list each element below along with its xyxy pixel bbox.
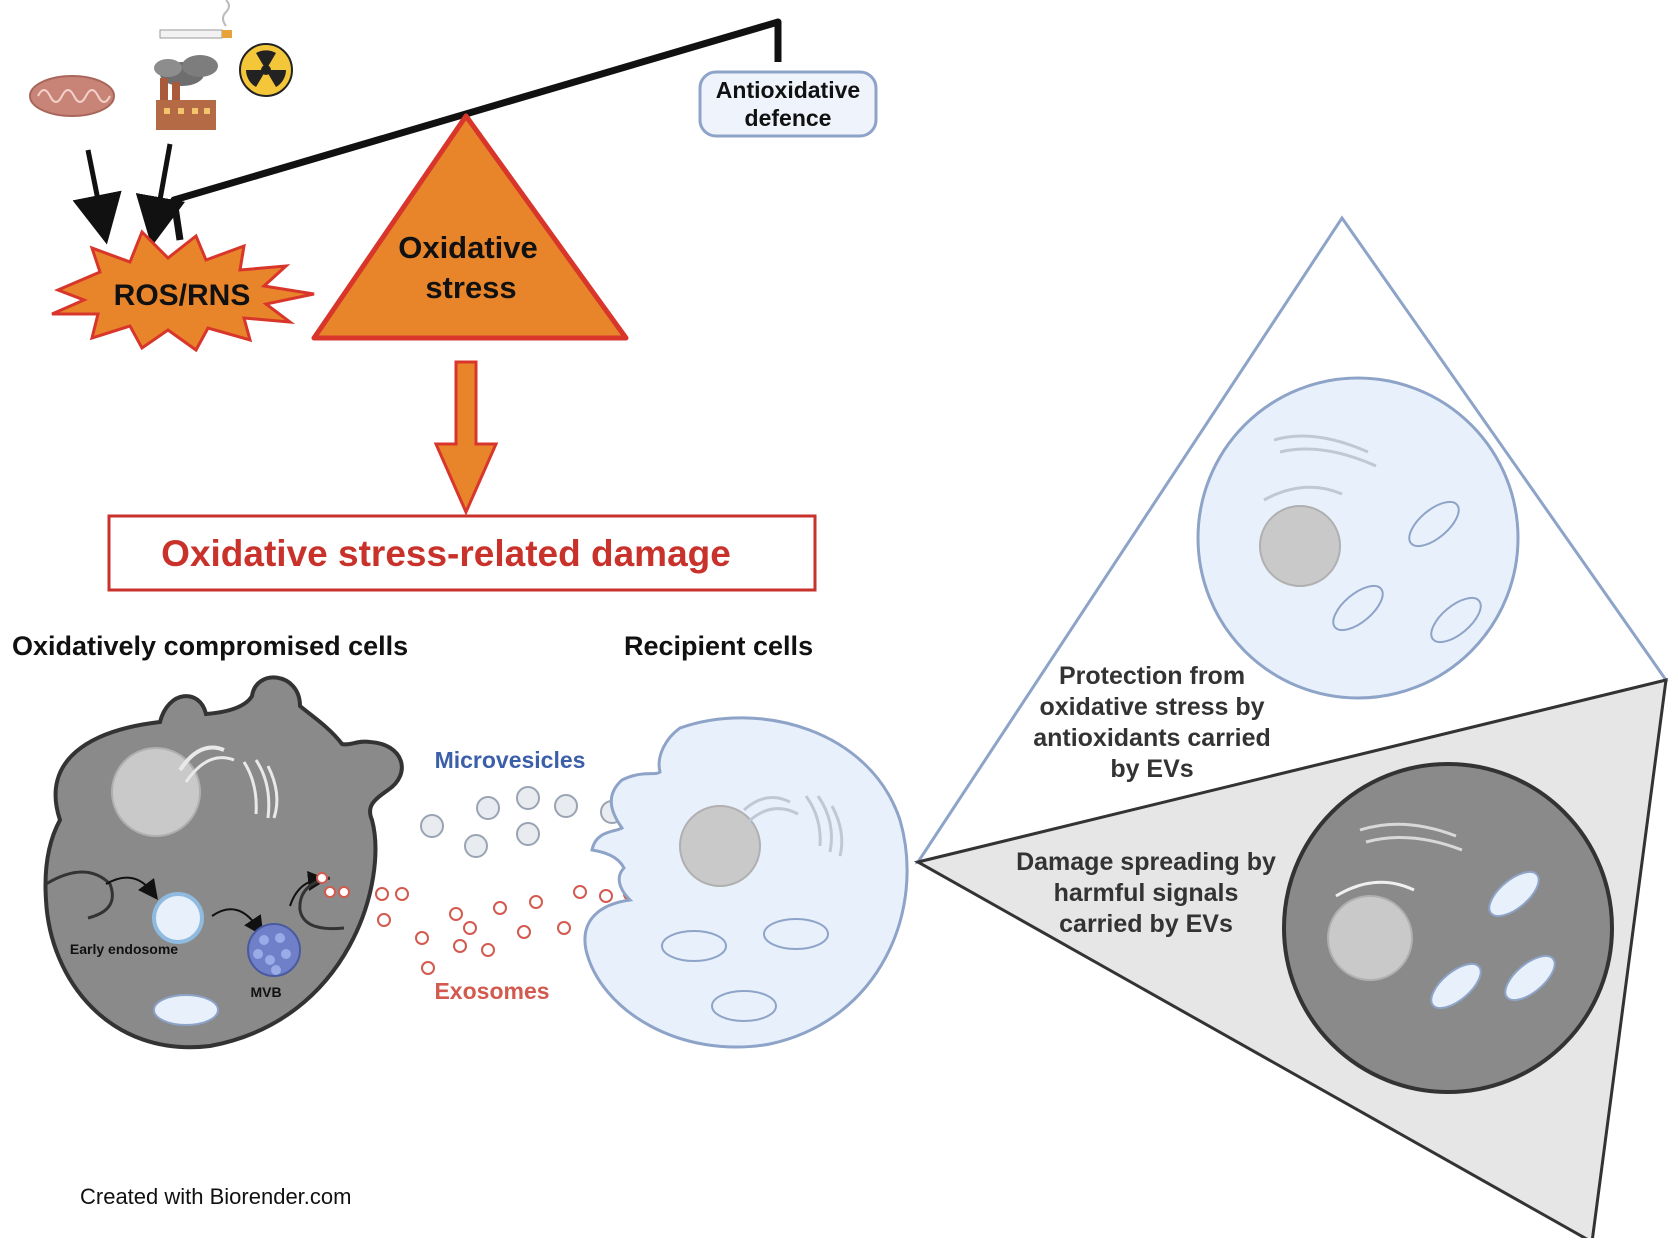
protection-line4: by EVs bbox=[1110, 755, 1193, 783]
antioxidative-label-line1: Antioxidative bbox=[716, 77, 860, 103]
ros-rns-burst: ROS/RNS bbox=[51, 229, 315, 353]
arrow-env-to-ros bbox=[135, 143, 186, 247]
cigarette-icon bbox=[159, 0, 232, 39]
microvesicles-label: Microvesicles bbox=[435, 747, 586, 773]
arrow-mito-to-ros bbox=[72, 149, 122, 245]
mvb-body bbox=[247, 923, 301, 977]
damage-spread-text: Damage spreading by harmful signals carr… bbox=[1016, 848, 1276, 938]
damage-spread-line3: carried by EVs bbox=[1059, 910, 1233, 938]
antioxidative-label-line2: defence bbox=[745, 105, 832, 131]
compromised-cells-heading: Oxidatively compromised cells bbox=[12, 631, 408, 661]
early-endosome-label: Early endosome bbox=[70, 941, 178, 957]
factory-icon bbox=[154, 55, 218, 130]
oxidative-stress-label-line1: Oxidative bbox=[398, 230, 538, 265]
oxidative-stress-triangle: Oxidative stress bbox=[311, 113, 629, 341]
oxidative-stress-label-line2: stress bbox=[425, 270, 516, 305]
recipient-cell bbox=[583, 716, 909, 1049]
damaged-cell bbox=[1282, 762, 1614, 1094]
protection-line3: antioxidants carried bbox=[1033, 724, 1271, 752]
protected-cell bbox=[1196, 376, 1520, 700]
ros-rns-label: ROS/RNS bbox=[114, 279, 251, 312]
recipient-cells-heading: Recipient cells bbox=[624, 631, 813, 661]
antioxidative-defence-box: Antioxidative defence bbox=[698, 70, 878, 138]
credit-text: Created with Biorender.com bbox=[80, 1184, 351, 1209]
radiation-icon bbox=[239, 43, 293, 97]
balance-beam bbox=[170, 18, 782, 241]
mvb-label: MVB bbox=[250, 984, 281, 1000]
protection-text: Protection from oxidative stress by anti… bbox=[1033, 662, 1271, 783]
down-arrow bbox=[433, 360, 499, 516]
mitochondrion-icon bbox=[29, 75, 115, 117]
damage-box-label: Oxidative stress-related damage bbox=[161, 533, 731, 574]
damage-spread-line2: harmful signals bbox=[1054, 879, 1239, 907]
damage-spread-line1: Damage spreading by bbox=[1016, 848, 1276, 876]
protection-line2: oxidative stress by bbox=[1039, 693, 1264, 721]
damage-box: Oxidative stress-related damage bbox=[107, 514, 817, 592]
protection-line1: Protection from bbox=[1059, 662, 1245, 690]
compromised-cell: Early endosome MVB bbox=[43, 675, 404, 1050]
exosomes-label: Exosomes bbox=[434, 978, 549, 1004]
outcome-panel: Protection from oxidative stress by anti… bbox=[913, 215, 1669, 1243]
